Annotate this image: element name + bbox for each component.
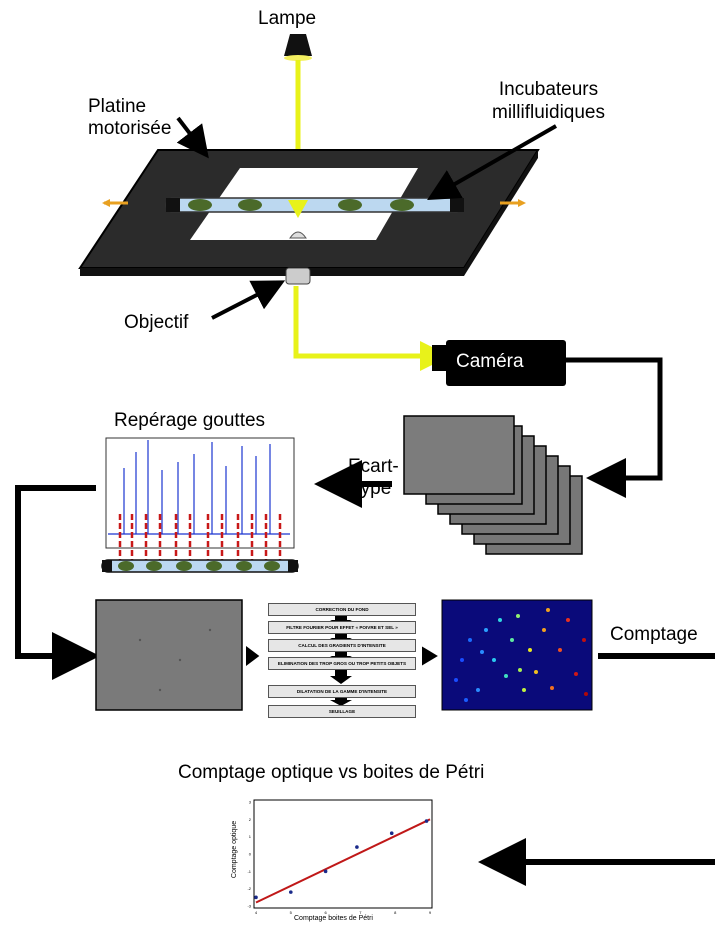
fit-line [255,818,431,904]
data-point [389,831,394,835]
data-point [323,869,328,874]
incubator-pointer-arrow [427,124,557,200]
step-object-elimination: ELIMINATION DES TROP GROS OU TROP PETITS… [268,657,416,670]
y-tick-label: -3 [247,904,251,909]
objective-icon [285,231,311,285]
camera-to-stack-arrow [566,357,663,498]
lamp-icon [284,34,312,61]
droplet-detection-plot [101,437,299,573]
stage-motion-arrows [102,199,526,207]
step-intensity-dilation: DILATATION DE LA GAMME D'INTENSITE [268,685,416,698]
objective-label: Objectif [124,312,189,333]
camera-icon [432,340,566,386]
counting-label: Comptage [610,624,698,645]
data-point [289,890,293,894]
step-fourier-filter: FILTRE FOURIER POUR EFFET « POIVRE ET SE… [268,621,416,634]
y-tick-label: 3 [249,800,252,805]
from-processing-arrow [422,646,438,666]
plot-xlabel: Comptage boites de Pétri [294,915,373,922]
plot-ylabel: Comptage optique [231,820,239,879]
motorized-stage [78,149,540,276]
y-tick-label: -1 [247,869,251,874]
objective-pointer-arrow [211,280,286,320]
detection-heatmap [441,599,593,711]
data-point [254,895,258,900]
data-point [355,845,359,849]
x-tick-label: 6 [324,910,327,915]
y-tick-label: 0 [249,852,252,857]
step-gradients: CALCUL DES GRADIENTS D'INTENSITE [268,639,416,652]
x-tick-label: 8 [394,910,397,915]
y-tick-label: -2 [247,886,251,891]
plot-title: Comptage optique vs boites de Pétri [178,762,485,783]
x-tick-label: 4 [255,910,258,915]
x-tick-label: 9 [429,910,432,915]
step-thresholding: SEUILLAGE [268,705,416,718]
data-point [424,819,429,823]
std-dev-label: Ecart- type [348,456,399,499]
step-background-correction: CORRECTION DU FOND [268,603,416,616]
stage-label: Platine motorisée [88,96,172,139]
millifluidic-tube [165,197,464,218]
image-stack [403,415,583,555]
x-tick-label: 7 [359,910,362,915]
scatter-plot: 4 5 6 7 8 9 3 2 1 0 -1 -2 -3 [247,799,433,915]
camera-label: Caméra [456,351,524,372]
y-tick-label: 2 [249,817,252,822]
light-path-to-camera [293,286,450,371]
droplet-image [95,599,243,711]
y-tick-label: 1 [249,834,252,839]
x-tick-label: 5 [290,910,293,915]
droplet-detection-label: Repérage gouttes [114,410,266,431]
stage-pointer-arrow [176,116,209,159]
to-processing-arrow [246,646,260,666]
detection-to-image-arrow [15,485,100,680]
lamp-label: Lampe [258,8,317,29]
incubators-label: Incubateurs millifluidiques [492,79,605,123]
